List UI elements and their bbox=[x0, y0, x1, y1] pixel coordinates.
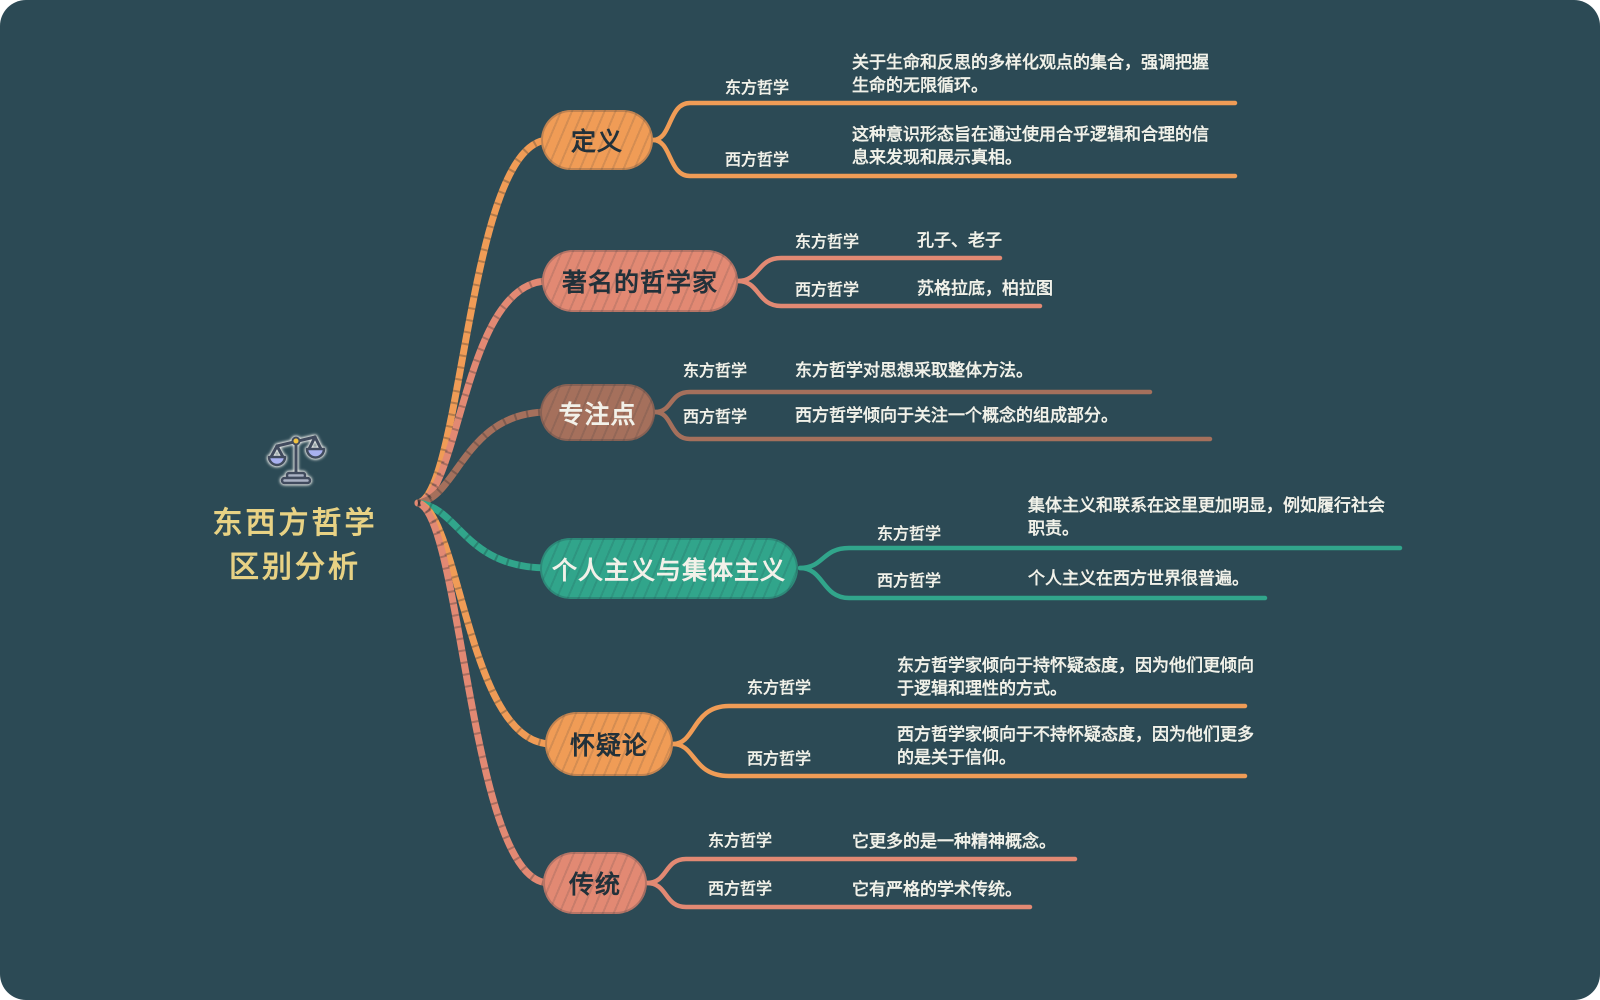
topic-node-tradition[interactable]: 传统 bbox=[543, 852, 647, 914]
child-text-east[interactable]: 它更多的是一种精神概念。 bbox=[852, 832, 1056, 851]
child-label-west[interactable]: 西方哲学 bbox=[708, 881, 773, 898]
child-label-west[interactable]: 西方哲学 bbox=[795, 282, 860, 299]
child-text-east[interactable]: 关于生命和反思的多样化观点的集合，强调把握生命的无限循环。 bbox=[852, 53, 1209, 95]
child-label-west[interactable]: 西方哲学 bbox=[725, 152, 790, 169]
child-text-east[interactable]: 集体主义和联系在这里更加明显，例如履行社会职责。 bbox=[1028, 496, 1385, 538]
child-label-east[interactable]: 东方哲学 bbox=[795, 234, 860, 251]
child-text-west[interactable]: 个人主义在西方世界很普遍。 bbox=[1028, 569, 1249, 588]
child-text-east[interactable]: 东方哲学家倾向于持怀疑态度，因为他们更倾向于逻辑和理性的方式。 bbox=[897, 656, 1254, 698]
child-label-east[interactable]: 东方哲学 bbox=[725, 80, 790, 97]
root-title-line2: 区别分析 bbox=[229, 551, 361, 584]
child-text-west[interactable]: 这种意识形态旨在通过使用合乎逻辑和合理的信息来发现和展示真相。 bbox=[852, 125, 1209, 167]
child-text-west[interactable]: 苏格拉底，柏拉图 bbox=[917, 279, 1053, 298]
child-text-west[interactable]: 它有严格的学术传统。 bbox=[852, 880, 1022, 899]
child-text-east[interactable]: 东方哲学对思想采取整体方法。 bbox=[795, 361, 1033, 380]
child-label-east[interactable]: 东方哲学 bbox=[683, 363, 748, 380]
topic-node-individualism-vs-collectivism[interactable]: 个人主义与集体主义 bbox=[540, 538, 798, 599]
balance-scale-icon bbox=[263, 424, 327, 488]
root-node[interactable]: 东西方哲学 区别分析 bbox=[180, 424, 410, 590]
root-title[interactable]: 东西方哲学 区别分析 bbox=[180, 502, 410, 590]
child-label-east[interactable]: 东方哲学 bbox=[877, 526, 942, 543]
child-label-west[interactable]: 西方哲学 bbox=[683, 409, 748, 426]
root-title-line1: 东西方哲学 bbox=[212, 507, 378, 540]
topic-node-famous-philosophers[interactable]: 著名的哲学家 bbox=[542, 250, 738, 312]
child-label-east[interactable]: 东方哲学 bbox=[708, 833, 773, 850]
topic-node-skepticism[interactable]: 怀疑论 bbox=[545, 712, 673, 776]
topic-node-definition[interactable]: 定义 bbox=[541, 110, 653, 170]
child-text-west[interactable]: 西方哲学家倾向于不持怀疑态度，因为他们更多的是关于信仰。 bbox=[897, 725, 1254, 767]
child-label-west[interactable]: 西方哲学 bbox=[747, 751, 812, 768]
child-text-east[interactable]: 孔子、老子 bbox=[917, 231, 1002, 250]
child-label-east[interactable]: 东方哲学 bbox=[747, 680, 812, 697]
topic-node-focus[interactable]: 专注点 bbox=[540, 384, 655, 441]
child-text-west[interactable]: 西方哲学倾向于关注一个概念的组成部分。 bbox=[795, 406, 1118, 425]
child-label-west[interactable]: 西方哲学 bbox=[877, 573, 942, 590]
